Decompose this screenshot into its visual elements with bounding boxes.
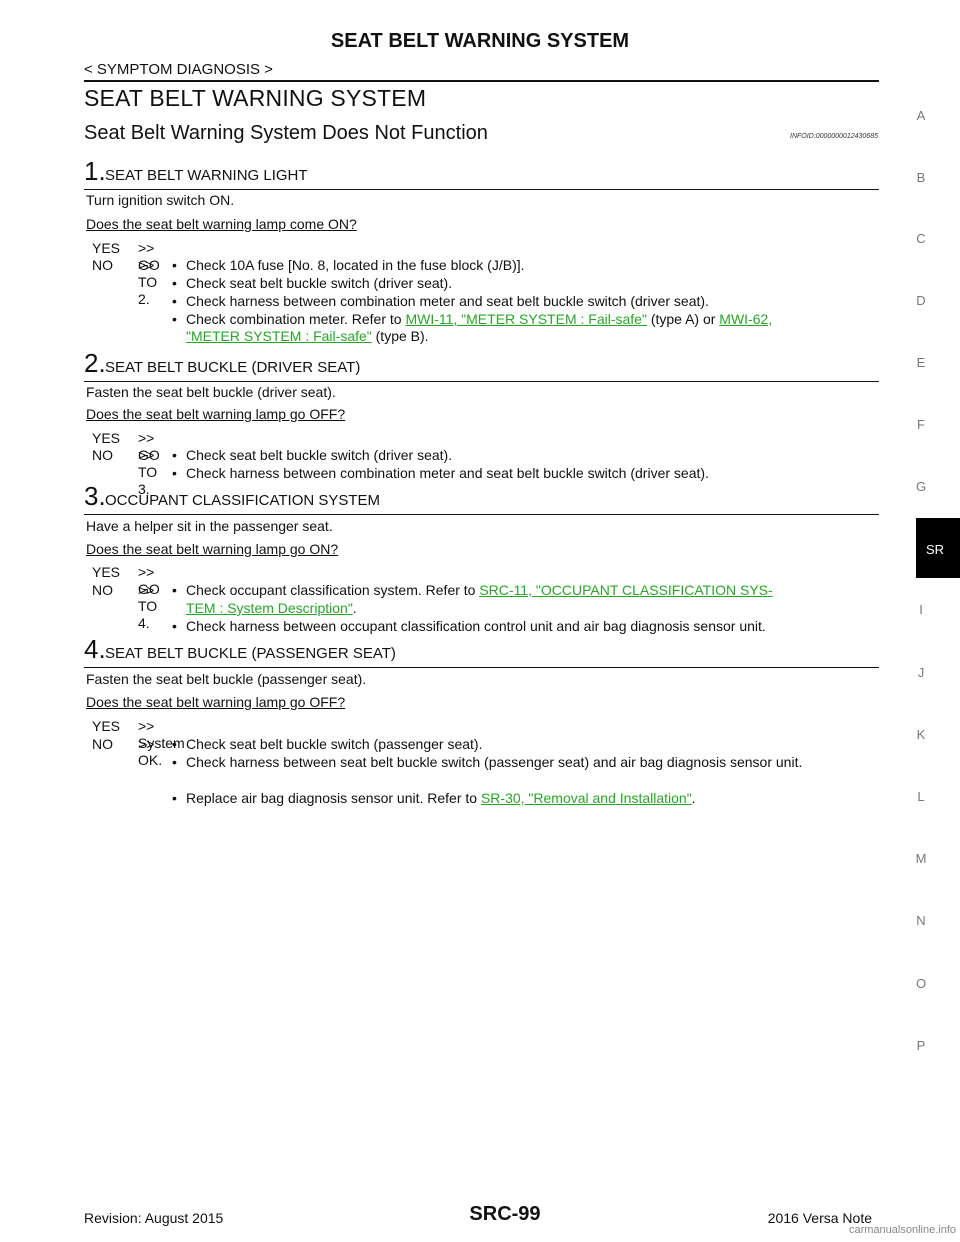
step-title: SEAT BELT BUCKLE (PASSENGER SEAT) <box>105 645 396 662</box>
step-2-heading: 2. SEAT BELT BUCKLE (DRIVER SEAT) <box>84 348 879 382</box>
no-arrow: >> <box>138 257 155 273</box>
side-tab-n[interactable]: N <box>916 913 926 928</box>
link-src-11[interactable]: SRC-11, "OCCUPANT CLASSIFICATION SYS- <box>479 582 773 598</box>
link-src-11-cont[interactable]: TEM : System Description" <box>186 600 353 616</box>
yes-action: >> GO TO 2. <box>138 240 160 307</box>
bullet-dot: • <box>172 465 177 481</box>
link-sr-30[interactable]: SR-30, "Removal and Installation" <box>480 790 692 806</box>
step-2-question: Does the seat belt warning lamp go OFF? <box>86 406 346 422</box>
no-arrow: >> <box>138 736 155 752</box>
header-divider <box>84 80 879 82</box>
step-1-heading: 1. SEAT BELT WARNING LIGHT <box>84 156 879 190</box>
side-tab-i[interactable]: I <box>919 602 923 617</box>
step-title: SEAT BELT BUCKLE (DRIVER SEAT) <box>105 359 361 376</box>
yes-label: YES <box>92 718 121 734</box>
yes-label: YES <box>92 240 121 256</box>
bullet-dot: • <box>172 275 177 291</box>
footer-model: 2016 Versa Note <box>767 1210 872 1226</box>
bullet-dot: • <box>172 582 177 598</box>
step-title: OCCUPANT CLASSIFICATION SYSTEM <box>105 492 381 509</box>
page-header-title: SEAT BELT WARNING SYSTEM <box>330 30 630 52</box>
step-4-question: Does the seat belt warning lamp go OFF? <box>86 694 346 710</box>
no-label: NO <box>92 257 113 273</box>
side-tab-k[interactable]: K <box>916 727 926 742</box>
side-tab-e[interactable]: E <box>916 355 926 370</box>
side-tab-c[interactable]: C <box>916 231 926 246</box>
no-arrow: >> <box>138 582 155 598</box>
step-2-instruction: Fasten the seat belt buckle (driver seat… <box>86 384 336 400</box>
side-tab-g[interactable]: G <box>915 479 927 494</box>
side-tab-l[interactable]: L <box>917 789 925 804</box>
side-tab-m[interactable]: M <box>915 851 927 866</box>
yes-action: >> System OK. <box>138 718 185 768</box>
step-4-instruction: Fasten the seat belt buckle (passenger s… <box>86 671 367 687</box>
side-tab-p[interactable]: P <box>916 1038 926 1053</box>
no-label: NO <box>92 736 113 752</box>
bullet-dot: • <box>172 311 177 327</box>
step-number: 2. <box>84 348 106 378</box>
bullet-dot: • <box>172 257 177 273</box>
yes-label: YES <box>92 430 121 446</box>
step-1-question: Does the seat belt warning lamp come ON? <box>86 216 357 232</box>
bullet-dot: • <box>172 618 177 634</box>
yes-action: >> GO TO 3. <box>138 430 160 497</box>
side-tab-f[interactable]: F <box>917 417 925 432</box>
no-label: NO <box>92 447 113 463</box>
yes-label: YES <box>92 564 121 580</box>
link-mwi-62-cont[interactable]: "METER SYSTEM : Fail-safe" <box>186 328 372 344</box>
link-mwi-62[interactable]: MWI-62, <box>719 311 773 327</box>
bullet-dot: • <box>172 736 177 752</box>
side-tab-a[interactable]: A <box>916 108 926 123</box>
footer-page-number: SRC-99 <box>469 1203 541 1225</box>
side-tab-d[interactable]: D <box>916 293 926 308</box>
yes-action: >> GO TO 4. <box>138 564 160 631</box>
section-title: SEAT BELT WARNING SYSTEM <box>84 85 427 111</box>
side-tab-j[interactable]: J <box>917 665 925 680</box>
bullet-dot: • <box>172 293 177 309</box>
step-1-instruction: Turn ignition switch ON. <box>86 192 235 208</box>
step-number: 3. <box>84 481 106 511</box>
side-tab-b[interactable]: B <box>916 170 926 185</box>
side-tab-o[interactable]: O <box>915 976 927 991</box>
step-3-heading: 3. OCCUPANT CLASSIFICATION SYSTEM <box>84 481 879 515</box>
watermark: carmanualsonline.info <box>848 1224 956 1236</box>
step-title: SEAT BELT WARNING LIGHT <box>105 167 308 184</box>
link-mwi-11[interactable]: MWI-11, "METER SYSTEM : Fail-safe" <box>405 311 647 327</box>
step-3-instruction: Have a helper sit in the passenger seat. <box>86 518 333 534</box>
step-number: 1. <box>84 156 106 186</box>
step-3-question: Does the seat belt warning lamp go ON? <box>86 541 339 557</box>
section-subtitle: Seat Belt Warning System Does Not Functi… <box>84 122 488 144</box>
bullet-dot: • <box>172 790 177 806</box>
bullet-dot: • <box>172 754 177 770</box>
step-4-heading: 4. SEAT BELT BUCKLE (PASSENGER SEAT) <box>84 634 879 668</box>
breadcrumb: < SYMPTOM DIAGNOSIS > <box>84 61 273 78</box>
step-number: 4. <box>84 634 106 664</box>
footer-revision: Revision: August 2015 <box>84 1210 224 1226</box>
no-arrow: >> <box>138 447 155 463</box>
info-id: INFOID:0000000012430685 <box>790 133 878 140</box>
no-label: NO <box>92 582 113 598</box>
side-tab-sr-active[interactable]: SR <box>916 518 960 578</box>
bullet-dot: • <box>172 447 177 463</box>
